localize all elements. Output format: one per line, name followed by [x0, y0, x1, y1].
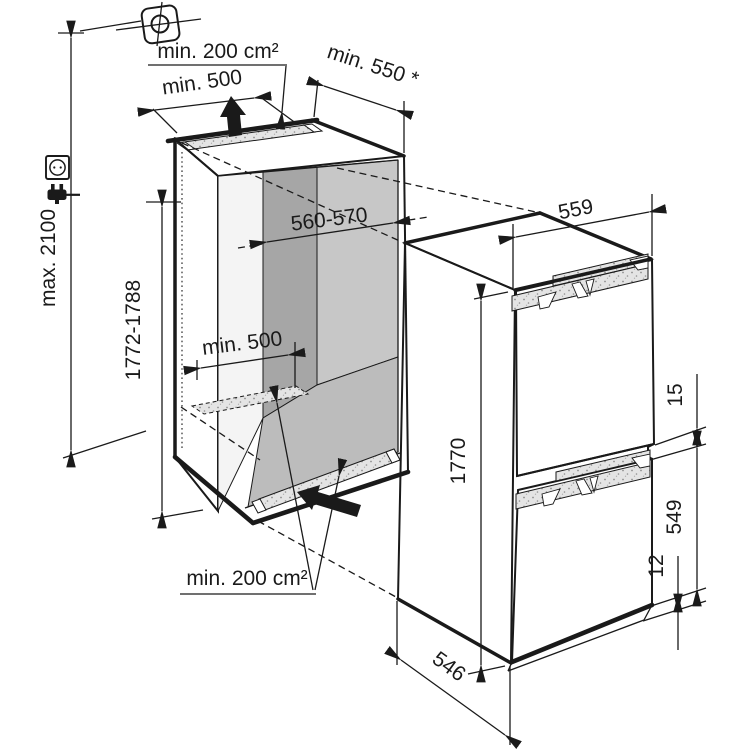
strip-notch — [571, 281, 589, 299]
appliance-base-right — [643, 604, 653, 621]
appliance-top-front-edge — [513, 257, 653, 292]
dim-appliance-height: 1770 — [447, 438, 470, 485]
airflow-in-arrow — [297, 485, 361, 517]
niche-right-outer-edge — [403, 155, 409, 473]
strip-notch — [541, 488, 561, 507]
niche-floor-vent-strip — [190, 385, 310, 415]
power-socket-icon — [45, 155, 70, 180]
dim-lower-door-height: 549 — [663, 499, 686, 534]
lower-door-bottom-edge — [509, 602, 655, 665]
niche-side-wall — [262, 166, 318, 419]
dim-base-vent-area: min. 200 cm² — [186, 567, 307, 590]
niche-top-front-edge — [165, 117, 320, 144]
strip-notch — [631, 453, 651, 469]
upper-door-bottom-edge — [516, 443, 655, 477]
dim-max-height: max. 2100 — [37, 209, 60, 307]
vent-strip-cap — [302, 123, 324, 133]
dim-top-vent-area: min. 200 cm² — [157, 40, 278, 63]
niche-hidden-floor-edge — [180, 406, 261, 461]
appliance-base-bottom — [507, 619, 645, 672]
ceiling-vent-icon — [79, 1, 202, 47]
vent-strip-cap — [251, 498, 267, 514]
dim-door-gap: 15 — [664, 383, 687, 406]
dim-niche-height: 1772-1788 — [122, 280, 145, 380]
niche-top-right-edge — [310, 118, 406, 158]
niche-bottom-left-corner-edge — [172, 454, 256, 526]
strip-notch — [585, 278, 595, 297]
strip-notch — [537, 291, 557, 310]
guide-bottom — [257, 520, 397, 598]
niche-back-wall — [316, 159, 399, 386]
vent-connector-line — [79, 20, 142, 32]
strip-notch — [589, 475, 599, 494]
strip-notch — [575, 478, 593, 496]
dim-base-gap: 12 — [645, 554, 668, 577]
